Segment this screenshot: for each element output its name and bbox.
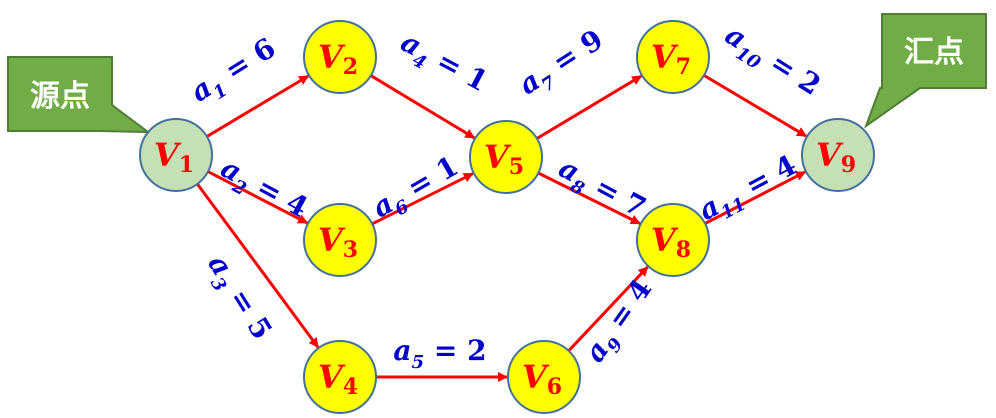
edge-v1-v2	[206, 74, 310, 138]
node-label-v1: V1	[154, 136, 194, 178]
node-v6: V6	[507, 340, 581, 414]
sink-callout-label: 汇点	[904, 35, 964, 70]
node-v3: V3	[303, 203, 377, 277]
edge-label-a11: a11 = 4	[693, 148, 805, 232]
edge-v1-v3	[207, 170, 309, 225]
edge-label-a9: a9 = 4	[578, 273, 663, 372]
sink-callout-box	[863, 13, 987, 129]
source-callout-label: 源点	[30, 79, 90, 114]
node-circle-v4	[303, 340, 377, 414]
edge-label-a6: a6 = 1	[367, 149, 467, 229]
edge-label-a8: a8 = 7	[551, 151, 652, 229]
node-circle-v1	[139, 118, 213, 192]
node-v5: V5	[469, 120, 543, 194]
edge-label-a4: a4 = 1	[393, 25, 494, 103]
node-circle-v6	[507, 340, 581, 414]
edge-label-a3: a3 = 5	[196, 249, 278, 349]
node-v1: V1	[139, 118, 213, 192]
node-label-v6: V6	[522, 358, 562, 400]
edge-label-a2: a2 = 4	[213, 151, 314, 229]
node-label-v4: V4	[318, 358, 358, 400]
sink-callout: 汇点	[863, 13, 987, 129]
node-label-v9: V9	[816, 136, 856, 178]
node-label-v7: V7	[651, 38, 691, 80]
node-circle-v7	[636, 20, 710, 94]
node-label-v5: V5	[484, 138, 524, 180]
node-v2: V2	[303, 20, 377, 94]
node-v8: V8	[636, 203, 710, 277]
edge-label-a7: a7 = 9	[513, 23, 612, 106]
edge-v1-v4	[196, 183, 320, 349]
source-callout: 源点	[7, 56, 152, 134]
node-v9: V9	[801, 118, 875, 192]
node-label-v8: V8	[651, 221, 691, 263]
node-circle-v8	[636, 203, 710, 277]
node-v7: V7	[636, 20, 710, 94]
edge-v5-v7	[536, 74, 643, 140]
edge-v6-v8	[567, 265, 649, 352]
edge-v3-v5	[371, 172, 474, 226]
node-circle-v3	[303, 203, 377, 277]
node-circle-v2	[303, 20, 377, 94]
edge-label-a5: a5 = 2	[393, 334, 486, 373]
edge-labels-layer: a1 = 6 a2 = 4 a3 = 5 a4 = 1 a5 = 2 a6 = 1 a7 =…	[185, 18, 827, 373]
edge-label-a1: a1 = 6	[185, 31, 285, 113]
node-label-v3: V3	[318, 221, 358, 263]
node-label-v2: V2	[318, 38, 358, 80]
edges-layer	[196, 74, 808, 382]
node-v4: V4	[303, 340, 377, 414]
edge-v5-v8	[537, 171, 641, 225]
node-circle-v9	[801, 118, 875, 192]
edge-v2-v5	[370, 74, 476, 140]
edge-v8-v9	[704, 170, 806, 225]
node-circle-v5	[469, 120, 543, 194]
edge-v7-v9	[703, 74, 808, 138]
